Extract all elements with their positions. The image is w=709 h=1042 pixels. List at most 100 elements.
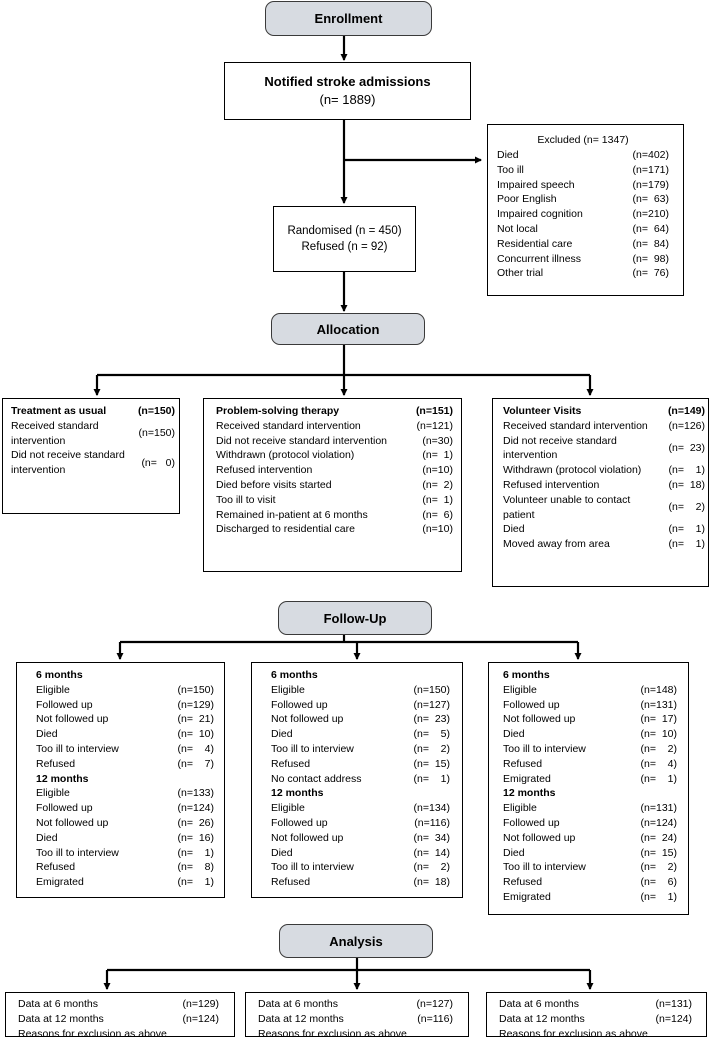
volunteer-visits-title: Volunteer Visits: [503, 405, 582, 417]
followup-mid-6m-row-label: Too ill to interview: [271, 742, 354, 755]
followup-mid-6m-row: No contact address(n= 1): [271, 772, 450, 787]
followup-mid-12m-row: Not followed up(n= 34): [271, 831, 450, 846]
followup-left-6m-row: Too ill to interview(n= 4): [36, 742, 214, 757]
excluded-row-label: Other trial: [497, 267, 544, 280]
excluded-row: Residential care(n= 84): [497, 237, 669, 252]
followup-left-12m-heading: 12 months: [36, 772, 89, 785]
analysis-right-note: Reasons for exclusion as above: [499, 1027, 648, 1040]
followup-left-12m-row-count: (n= 1): [177, 876, 214, 889]
pst-row-label: Withdrawn (protocol violation): [216, 449, 355, 462]
analysis-right-list: Data at 6 months(n=131)Data at 12 months…: [499, 997, 692, 1027]
vv-row-count: (n= 18): [668, 478, 705, 491]
followup-mid-6m-row-label: Died: [271, 728, 293, 741]
pst-row: Received standard intervention(n=121): [216, 419, 453, 434]
pst-row-count: (n= 1): [422, 493, 453, 506]
vv-row: Moved away from area(n= 1): [503, 537, 705, 552]
excluded-row-count: (n=171): [632, 163, 669, 176]
excluded-row-count: (n=402): [632, 149, 669, 161]
analysis-right-row: Data at 6 months(n=131): [499, 997, 692, 1012]
vv-row-count: (n=126): [668, 419, 705, 432]
followup-left-6m-row-count: (n= 4): [177, 742, 214, 755]
followup-mid-12m-row-label: Not followed up: [271, 831, 344, 844]
problem-solving-therapy-n: (n=151): [415, 405, 453, 417]
followup-left-12m-row-label: Died: [36, 831, 58, 844]
analysis-right-row: Data at 12 months (n=124): [499, 1012, 692, 1027]
followup-right-6m-row-count: (n= 10): [640, 728, 677, 741]
followup-right-6m-row-count: (n= 4): [640, 757, 677, 770]
notified-admissions-title: Notified stroke admissions: [264, 74, 431, 89]
volunteer-visits-list: Received standard intervention (n=126) Did…: [503, 419, 705, 552]
vv-row-count: (n= 1): [668, 464, 705, 477]
followup-right-12m-row: Not followed up (n= 24): [503, 831, 677, 846]
followup-left-12m-row-count: (n= 8): [177, 861, 214, 874]
vv-row: Volunteer unable to contact patient(n= 2…: [503, 493, 705, 523]
volunteer-visits-n: (n=149): [667, 405, 705, 417]
pst-row-label: Refused intervention: [216, 464, 313, 477]
analysis-mid-row-label: Data at 12 months: [258, 1012, 344, 1025]
treatment-as-usual-title: Treatment as usual: [11, 405, 107, 417]
followup-right-6m-list: Eligible(n=148)Followed up(n=131)Not fol…: [503, 683, 677, 787]
excluded-row-count: (n= 64): [632, 222, 669, 235]
problem-solving-therapy-list: Received standard intervention(n=121)Did…: [216, 419, 453, 537]
analysis-mid-row-count: (n=127): [416, 998, 453, 1010]
followup-right-12m-row-count: (n= 24): [640, 831, 677, 844]
analysis-left-row-count: (n=129): [182, 998, 219, 1010]
followup-right-12m-row-count: (n=124): [640, 816, 677, 829]
followup-right-6m-row: Not followed up(n= 17): [503, 712, 677, 727]
followup-left-12m-row-count: (n= 26): [177, 816, 214, 829]
excluded-row-label: Residential care: [497, 237, 573, 250]
followup-mid-12m-row-label: Eligible: [271, 802, 305, 815]
followup-mid-6m-row-count: (n= 1): [413, 772, 450, 785]
followup-left-12m-row-count: (n=133): [177, 787, 214, 800]
tau-row-count: (n=150): [138, 427, 175, 440]
pst-row-count: (n= 2): [422, 478, 453, 491]
followup-left-6m-row-count: (n= 10): [177, 728, 214, 741]
refused-n: Refused (n = 92): [301, 241, 388, 253]
followup-left-6m-row-count: (n= 7): [177, 757, 214, 770]
followup-right-12m-row-label: Not followed up: [503, 831, 576, 844]
followup-right-6m-row-count: (n= 1): [640, 772, 677, 785]
followup-right-12m-row-count: (n= 6): [640, 876, 677, 889]
excluded-title: Excluded (n= 1347): [537, 134, 629, 146]
vv-row-label: Did not receive standard intervention: [503, 434, 617, 462]
excluded-row-label: Died: [497, 149, 519, 161]
analysis-right-row-label: Data at 6 months: [499, 998, 579, 1010]
followup-mid-6m-row-count: (n= 15): [413, 757, 450, 770]
followup-mid-6m-row-label: Refused: [271, 757, 311, 770]
analysis-left-row: Data at 6 months(n=129): [18, 997, 219, 1012]
followup-left-12m-row-label: Refused: [36, 861, 76, 874]
followup-mid-12m-row-count: (n=116): [414, 816, 450, 829]
followup-left-12m-row: Emigrated(n= 1): [36, 875, 214, 890]
pst-row: Too ill to visit(n= 1): [216, 493, 453, 508]
excluded-list: Died(n=402)Too ill(n=171)Impaired speech…: [497, 148, 669, 281]
followup-left-12m-row: Too ill to interview(n= 1): [36, 846, 214, 861]
vv-row-label: Received standard intervention: [503, 419, 648, 432]
followup-mid-12m-row-label: Too ill to interview: [271, 861, 354, 874]
followup-right-12m-row-label: Too ill to interview: [503, 861, 586, 874]
analysis-header: Analysis: [279, 924, 433, 958]
randomised-n: Randomised (n = 450): [287, 225, 402, 237]
followup-mid-12m-row-label: Died: [271, 846, 293, 859]
followup-left-12m-row: Died(n= 16): [36, 831, 214, 846]
followup-right-12m-row-count: (n= 2): [640, 861, 677, 874]
analysis-right-row-label: Data at 12 months: [499, 1012, 585, 1025]
tau-row-label: Received standard intervention: [11, 419, 99, 447]
pst-row: Refused intervention(n=10): [216, 463, 453, 478]
followup-mid-6m-row-count: (n= 5): [413, 728, 450, 741]
analysis-right-box: Data at 6 months(n=131)Data at 12 months…: [486, 992, 707, 1040]
pst-row: Withdrawn (protocol violation)(n= 1): [216, 448, 453, 463]
followup-right-12m-row-label: Refused: [503, 876, 543, 889]
analysis-mid-box: Data at 6 months(n=127)Data at 12 months…: [245, 992, 469, 1040]
followup-mid-6m-row: Refused (n= 15): [271, 757, 450, 772]
notified-admissions-n: (n= 1889): [319, 92, 376, 107]
tau-row-count: (n= 0): [141, 456, 175, 469]
followup-right-12m-row-label: Emigrated: [503, 890, 551, 903]
excluded-row-count: (n=210): [632, 208, 669, 221]
followup-left-6m-row: Eligible(n=150): [36, 683, 214, 698]
vv-row-label: Volunteer unable to contact patient: [503, 493, 631, 521]
analysis-right-row-count: (n=124): [655, 1012, 692, 1025]
pst-row: Remained in-patient at 6 months(n= 6): [216, 508, 453, 523]
followup-mid-12m-heading: 12 months: [271, 787, 324, 800]
followup-mid-6m-row-count: (n= 23): [413, 713, 450, 726]
analysis-left-note: Reasons for exclusion as above: [18, 1027, 167, 1040]
